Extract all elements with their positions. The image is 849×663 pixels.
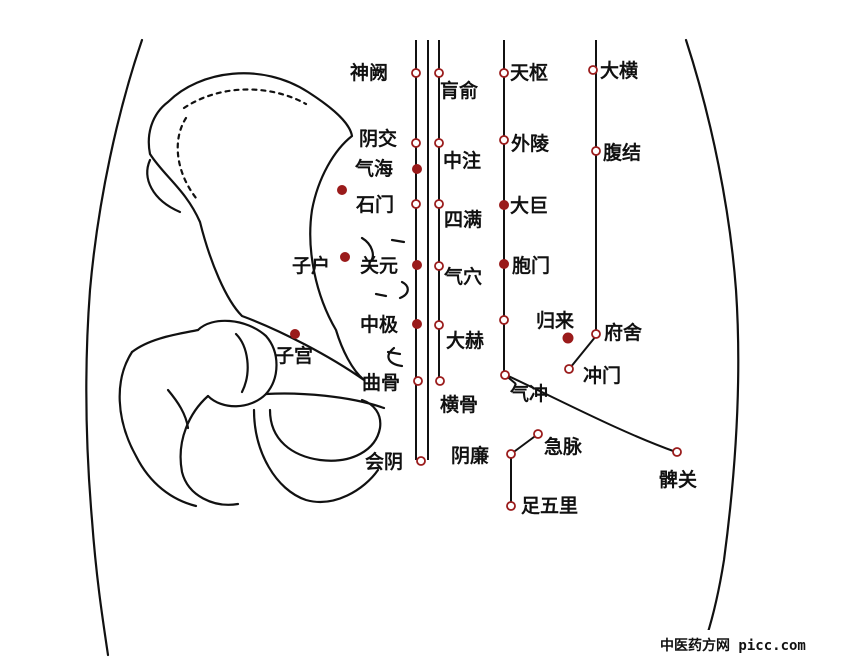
acupoint-labels: 神阙 肓俞 天枢 大横 阴交 气海 中注 外陵 腹结 石门 四满 大巨 子户 关… bbox=[275, 59, 697, 517]
point-zihu bbox=[340, 252, 350, 262]
inner-mark-3 bbox=[374, 280, 409, 300]
label-zigong: 子宫 bbox=[275, 344, 313, 367]
obturator-ring bbox=[268, 398, 382, 462]
fushe-chongmen-line bbox=[569, 335, 597, 369]
label-zhongzhu: 中注 bbox=[443, 149, 481, 172]
point-shimen bbox=[411, 199, 421, 209]
point-chongmen bbox=[564, 364, 574, 374]
label-tianshu: 天枢 bbox=[510, 62, 548, 84]
pubic-ramus-lower bbox=[252, 408, 380, 503]
point-qihai bbox=[412, 164, 422, 174]
greater-trochanter bbox=[130, 328, 200, 354]
label-baomen: 胞门 bbox=[512, 254, 550, 277]
trochanter-detail bbox=[166, 388, 190, 430]
label-qixue: 气穴 bbox=[443, 265, 482, 288]
point-qugu bbox=[413, 376, 423, 386]
point-zhongzhu bbox=[434, 138, 444, 148]
label-zuwuli: 足五里 bbox=[521, 495, 578, 517]
label-fujie: 腹结 bbox=[602, 141, 641, 164]
point-biguan bbox=[672, 447, 682, 457]
point-siman bbox=[434, 199, 444, 209]
pubic-ramus-upper bbox=[264, 392, 386, 410]
label-qichong: 气冲 bbox=[509, 382, 548, 405]
left-body-contour bbox=[85, 38, 144, 657]
label-shimen: 石门 bbox=[355, 193, 394, 216]
right-body-contour bbox=[684, 38, 740, 657]
label-guanyuan: 关元 bbox=[360, 254, 398, 277]
label-huiyin: 会阴 bbox=[365, 450, 403, 473]
inner-mark-2 bbox=[390, 238, 406, 244]
watermark-text: 中医药方网 picc.com bbox=[660, 637, 806, 654]
label-huangshu: 肓俞 bbox=[440, 79, 479, 102]
point-huangshu bbox=[434, 68, 444, 78]
point-daju bbox=[499, 200, 509, 210]
label-daju: 大巨 bbox=[510, 194, 548, 217]
label-qihai: 气海 bbox=[354, 157, 393, 180]
point-extra-left bbox=[337, 185, 347, 195]
label-daheng: 大横 bbox=[600, 59, 639, 82]
ilium-inner-dash bbox=[176, 116, 198, 200]
femur-head bbox=[196, 319, 278, 408]
label-fushe: 府舍 bbox=[604, 321, 643, 344]
ilium-rim bbox=[146, 158, 182, 214]
point-guilai-meridian bbox=[499, 315, 509, 325]
point-shenque bbox=[411, 68, 421, 78]
iliac-crest-dash bbox=[182, 88, 308, 110]
point-zuwuli bbox=[506, 501, 516, 511]
point-daheng bbox=[588, 65, 598, 75]
label-yinjiao: 阴交 bbox=[359, 127, 397, 150]
point-henggu bbox=[435, 376, 445, 386]
inner-mark-1 bbox=[360, 236, 374, 264]
label-qugu: 曲骨 bbox=[362, 372, 400, 394]
label-guilai: 归来 bbox=[536, 309, 574, 332]
point-zhongji bbox=[412, 319, 422, 329]
label-dahe: 大赫 bbox=[446, 329, 484, 352]
label-shenque: 神阙 bbox=[350, 61, 388, 84]
point-qixue bbox=[434, 261, 444, 271]
label-yinlian: 阴廉 bbox=[451, 444, 489, 467]
point-dahe bbox=[434, 320, 444, 330]
jimai-yinlian-line bbox=[510, 433, 539, 455]
femur-shaft bbox=[118, 350, 240, 508]
pubic-detail bbox=[387, 346, 404, 368]
label-siman: 四满 bbox=[444, 208, 482, 231]
label-henggu: 横骨 bbox=[440, 393, 478, 416]
watermark-background bbox=[646, 630, 849, 663]
point-baomen bbox=[499, 259, 509, 269]
label-chongmen: 冲门 bbox=[583, 364, 621, 387]
point-zigong bbox=[290, 329, 300, 339]
label-zihu: 子户 bbox=[292, 254, 330, 277]
point-wailing bbox=[499, 135, 509, 145]
acupoint-markers bbox=[290, 65, 682, 511]
femur-neck bbox=[234, 332, 249, 394]
label-wailing: 外陵 bbox=[511, 132, 550, 155]
label-biguan: 髀关 bbox=[659, 468, 697, 491]
point-yinjiao bbox=[411, 138, 421, 148]
ilium-outline bbox=[147, 72, 366, 382]
point-guilai bbox=[562, 332, 574, 344]
qichong-biguan-line bbox=[503, 373, 677, 453]
point-fujie bbox=[591, 146, 601, 156]
inner-mark-4 bbox=[386, 350, 402, 356]
point-yinlian bbox=[506, 449, 516, 459]
label-jimai: 急脉 bbox=[544, 435, 583, 458]
point-jimai bbox=[533, 429, 543, 439]
point-qichong bbox=[500, 370, 510, 380]
point-guanyuan bbox=[412, 260, 422, 270]
point-huiyin bbox=[416, 456, 426, 466]
point-fushe bbox=[591, 329, 601, 339]
label-zhongji: 中极 bbox=[360, 313, 399, 336]
point-tianshu bbox=[499, 68, 509, 78]
